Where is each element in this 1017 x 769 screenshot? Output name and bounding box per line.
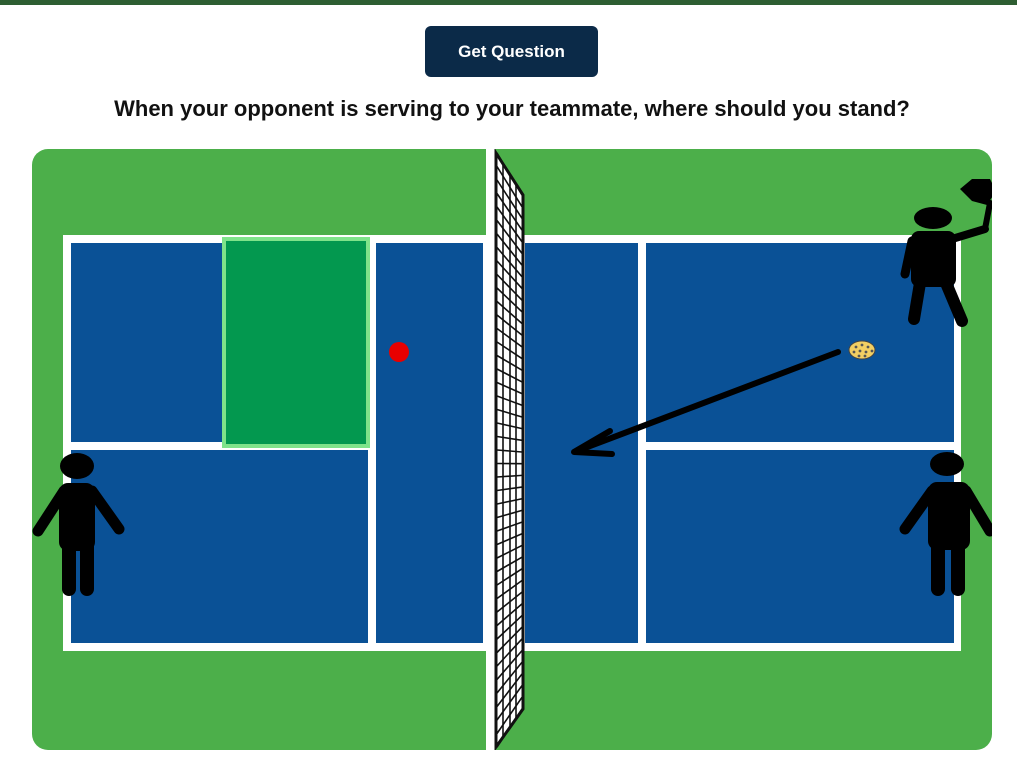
pickleball-icon (848, 340, 876, 360)
highlight-zone[interactable] (222, 237, 370, 448)
right-kitchen (525, 243, 638, 643)
right-service-box-bottom (646, 450, 954, 643)
top-bar (0, 0, 1017, 5)
you-player-icon (32, 453, 125, 596)
court-diagram (32, 149, 992, 750)
arrow-icon (571, 349, 841, 457)
red-dot-icon[interactable] (389, 342, 409, 362)
court (32, 149, 992, 750)
left-kitchen[interactable] (376, 243, 483, 643)
receiver-opponent-icon (899, 452, 992, 596)
server-opponent-icon (900, 179, 992, 327)
question-text: When your opponent is serving to your te… (114, 96, 910, 121)
left-service-box-bottom[interactable] (71, 450, 368, 643)
get-question-button[interactable]: Get Question (425, 26, 598, 77)
net-icon (486, 149, 525, 750)
